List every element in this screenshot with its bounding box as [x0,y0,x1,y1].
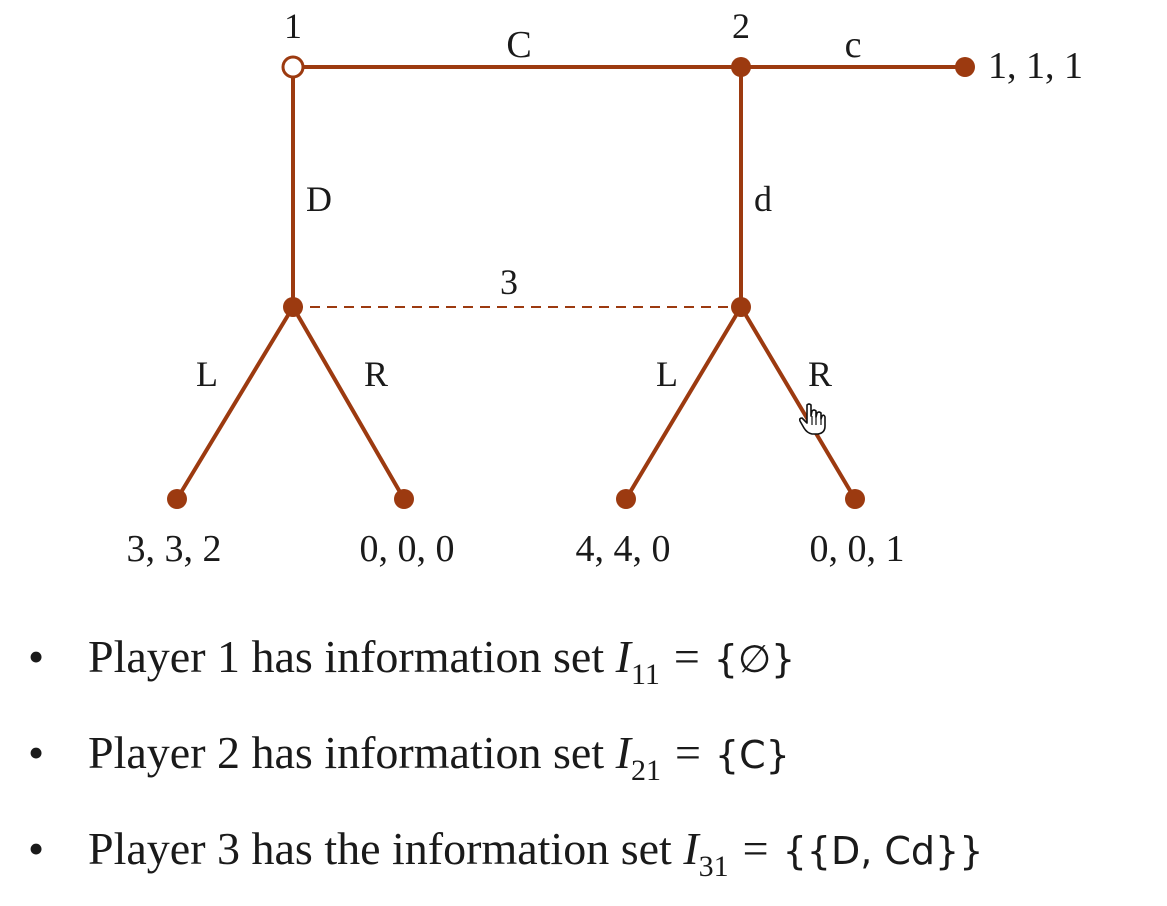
action-d-label: d [754,179,772,219]
node-player-3-right [731,297,751,317]
action-D-label: D [306,179,332,219]
bullet-player-2: • Player 2 has information set I21 = {C} [28,714,983,810]
action-R-left-label: R [364,354,388,394]
terminal-node-DR [394,489,414,509]
terminal-node-CdL [616,489,636,509]
terminal-node-CdR [845,489,865,509]
info-set-value: {C} [714,733,790,777]
bullet-dot: • [28,631,45,682]
bullet-text: Player 1 has information set [88,631,616,682]
terminal-node-cc [955,57,975,77]
action-c-label: c [845,24,862,66]
edge-R-left [291,305,406,501]
hand-pointer-icon [798,403,826,435]
action-R-right-label: R [808,354,832,394]
action-C-label: C [506,24,531,66]
game-tree-diagram: 1 2 3 C c D d L R L R 1, 1, 1 3, 3, 2 0,… [127,6,1084,570]
payoff-DL: 3, 3, 2 [127,528,222,570]
terminal-node-DL [167,489,187,509]
action-L-right-label: L [656,354,678,394]
info-set-subscript: 31 [698,850,729,883]
info-set-subscript: 21 [630,754,661,787]
information-set-bullet-list: •Player 1 has information set I11={∅} •P… [28,618,983,906]
info-set-symbol: I [615,727,631,778]
payoff-cc: 1, 1, 1 [988,45,1083,87]
info-set-value: {∅} [713,637,796,681]
info-set-value: {{D, Cd}} [782,829,984,873]
bullet-dot: • [28,727,45,778]
player-2-label: 2 [732,6,750,46]
equals-sign: = [742,823,769,874]
player-3-label: 3 [500,262,518,302]
payoff-CdL: 4, 4, 0 [576,528,671,570]
equals-sign: = [674,727,701,778]
info-set-symbol: I [683,823,699,874]
bullet-text: Player 3 has the information set [88,823,684,874]
node-player-2 [731,57,751,77]
info-set-symbol: I [615,631,631,682]
root-node-player-1 [281,55,305,79]
bullet-player-3: • Player 3 has the information set I31 = {{… [28,810,983,906]
player-1-label: 1 [284,6,302,46]
info-set-subscript: 11 [630,658,660,691]
bullet-dot: • [28,823,45,874]
node-player-3-left [283,297,303,317]
edge-L-left [175,305,295,501]
equals-sign: = [673,631,700,682]
edge-R-right [739,305,857,501]
payoff-CdR: 0, 0, 1 [810,528,905,570]
payoff-DR: 0, 0, 0 [360,528,455,570]
bullet-player-1: • Player 1 has information set I11 = {∅} [28,618,983,714]
edge-L-right [624,305,743,501]
bullet-text: Player 2 has information set [88,727,616,778]
action-L-left-label: L [196,354,218,394]
